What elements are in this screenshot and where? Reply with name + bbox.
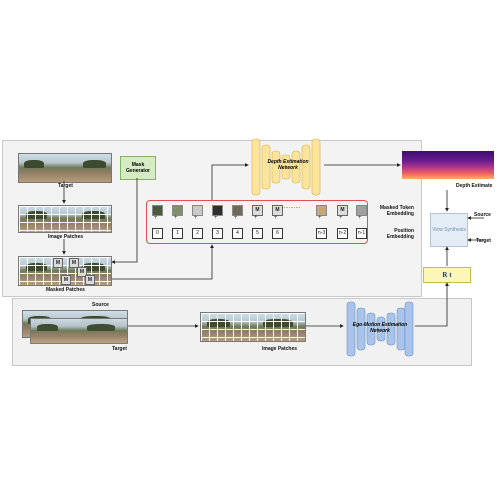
position-index: 1 [172, 228, 183, 239]
masked-token: M [252, 205, 263, 216]
ego-network-label: Ego-Motion Estimation Network [352, 322, 408, 334]
source-label-right: Source [474, 212, 491, 218]
mask-patch: M [85, 275, 95, 285]
plus-sign: + [174, 215, 178, 221]
token-strip-border [146, 200, 368, 244]
view-synthesis-box: View Synthesis [430, 213, 468, 247]
mask-patch: M [69, 258, 79, 268]
target-label-right: Target [476, 238, 491, 244]
image-token [212, 205, 223, 216]
dots: ··········· [282, 205, 301, 211]
image-patches-bottom-label: Image Patches [262, 346, 298, 352]
position-index: 2 [192, 228, 203, 239]
depth-network-label: Depth Estimation Network [267, 159, 309, 171]
mask-patch: M [61, 275, 71, 285]
position-index: n-2 [337, 228, 348, 239]
masked-token: M [272, 205, 283, 216]
target-label: Target [58, 183, 73, 189]
plus-sign: + [234, 215, 238, 221]
position-index: 3 [212, 228, 223, 239]
target-image [18, 153, 112, 183]
plus-sign: + [339, 215, 343, 221]
position-index: n-3 [316, 228, 327, 239]
mask-patch: M [53, 258, 63, 268]
plus-sign: + [358, 215, 362, 221]
source-label-bottom: Source [92, 302, 109, 308]
image-token [356, 205, 367, 216]
target-label-bottom: Target [112, 346, 127, 352]
image-token [232, 205, 243, 216]
position-index: 5 [252, 228, 263, 239]
image-token [152, 205, 163, 216]
depth-estimate-label: Depth Estimate [456, 183, 493, 189]
depth-estimate-map [402, 151, 494, 179]
depth-estimation-network [251, 138, 321, 196]
plus-sign: + [214, 215, 218, 221]
mask-generator-box: Mask Generator [120, 156, 156, 180]
ego-motion-network [346, 301, 414, 357]
image-patches-label: Image Patches [48, 234, 84, 240]
plus-sign: + [254, 215, 258, 221]
masked-patches-label: Masked Patches [46, 287, 85, 293]
mask-patch: M [77, 267, 87, 277]
position-embedding-label: Position Embedding [386, 228, 414, 240]
image-token [316, 205, 327, 216]
masked-token-embedding-label: Masked Token Embedding [379, 205, 414, 217]
target-image-bottom [30, 318, 128, 344]
plus-sign: + [274, 215, 278, 221]
position-index: 4 [232, 228, 243, 239]
position-index: n-1 [356, 228, 367, 239]
position-index: 0 [152, 228, 163, 239]
position-index: 6 [272, 228, 283, 239]
image-patches-bottom [200, 312, 306, 342]
plus-sign: + [318, 215, 322, 221]
plus-sign: + [194, 215, 198, 221]
image-token [192, 205, 203, 216]
pose-text: R t [442, 271, 452, 279]
masked-token: M [337, 205, 348, 216]
masked-patches: M M M M M [18, 256, 112, 286]
image-token [172, 205, 183, 216]
image-patches [18, 205, 112, 233]
plus-sign: + [154, 215, 158, 221]
